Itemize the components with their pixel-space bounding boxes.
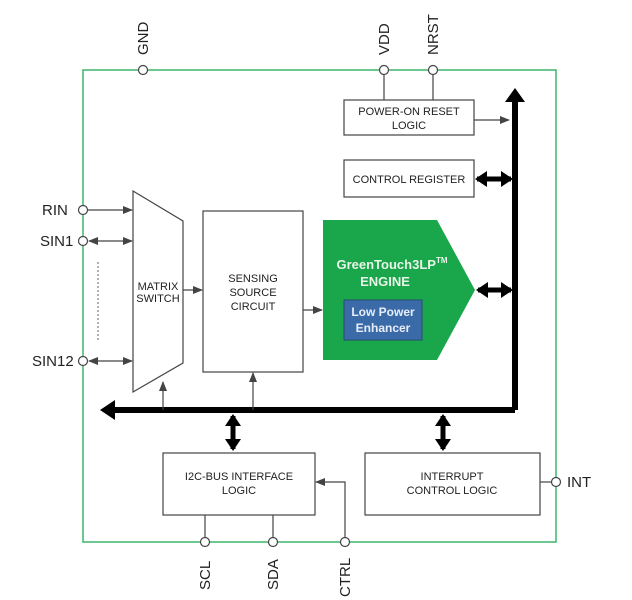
svg-text:SCL: SCL: [197, 561, 214, 590]
svg-text:VDD: VDD: [376, 23, 393, 55]
svg-text:I2C-BUS INTERFACE: I2C-BUS INTERFACE: [185, 471, 293, 483]
svg-text:SDA: SDA: [265, 559, 282, 590]
svg-text:INT: INT: [567, 474, 591, 491]
svg-text:Enhancer: Enhancer: [356, 321, 411, 335]
sensing-source-circuit: SENSING SOURCE CIRCUIT: [202, 210, 304, 373]
pin-sda: SDA: [265, 536, 282, 590]
svg-text:SIN12: SIN12: [32, 353, 74, 370]
svg-text:GND: GND: [135, 22, 152, 56]
control-register: CONTROL REGISTER: [343, 159, 475, 198]
pin-rin: RIN: [42, 202, 133, 219]
internal-bus: [112, 100, 518, 413]
svg-text:LOGIC: LOGIC: [392, 120, 426, 132]
pin-gnd: GND: [135, 22, 152, 76]
svg-text:LOGIC: LOGIC: [222, 485, 256, 497]
svg-text:Low Power: Low Power: [351, 305, 415, 319]
svg-text:POWER-ON RESET: POWER-ON RESET: [358, 106, 460, 118]
pin-sin12: SIN12: [32, 353, 133, 370]
svg-text:SIN1: SIN1: [40, 233, 73, 250]
svg-text:CONTROL LOGIC: CONTROL LOGIC: [407, 485, 498, 497]
svg-text:CIRCUIT: CIRCUIT: [231, 301, 276, 313]
svg-text:SWITCH: SWITCH: [136, 293, 179, 305]
svg-text:MATRIX: MATRIX: [138, 281, 179, 293]
power-on-reset-logic: POWER-ON RESET LOGIC: [343, 99, 475, 136]
pin-sin1: SIN1: [40, 233, 133, 250]
svg-text:SENSING: SENSING: [228, 273, 278, 285]
svg-text:CTRL: CTRL: [337, 558, 354, 597]
interrupt-control-logic: INTERRUPT CONTROL LOGIC: [364, 452, 541, 516]
i2c-bus-interface-logic: I2C-BUS INTERFACE LOGIC: [162, 452, 316, 516]
pin-ctrl: CTRL: [337, 536, 354, 597]
chip-border: [82, 69, 557, 543]
pin-int: INT: [550, 474, 591, 491]
svg-text:RIN: RIN: [42, 202, 68, 219]
low-power-enhancer: Low Power Enhancer: [343, 299, 423, 341]
matrix-switch: MATRIX SWITCH: [132, 189, 184, 394]
pin-nrst: NRST: [425, 14, 442, 76]
svg-text:CONTROL REGISTER: CONTROL REGISTER: [353, 174, 466, 186]
svg-text:NRST: NRST: [425, 14, 442, 55]
svg-text:ENGINE: ENGINE: [360, 274, 410, 289]
pin-vdd: VDD: [376, 23, 393, 76]
svg-text:SOURCE: SOURCE: [229, 287, 276, 299]
svg-text:INTERRUPT: INTERRUPT: [421, 471, 484, 483]
svg-text:GreenTouch3LPTM: GreenTouch3LPTM: [336, 256, 447, 272]
pin-scl: SCL: [197, 536, 214, 590]
